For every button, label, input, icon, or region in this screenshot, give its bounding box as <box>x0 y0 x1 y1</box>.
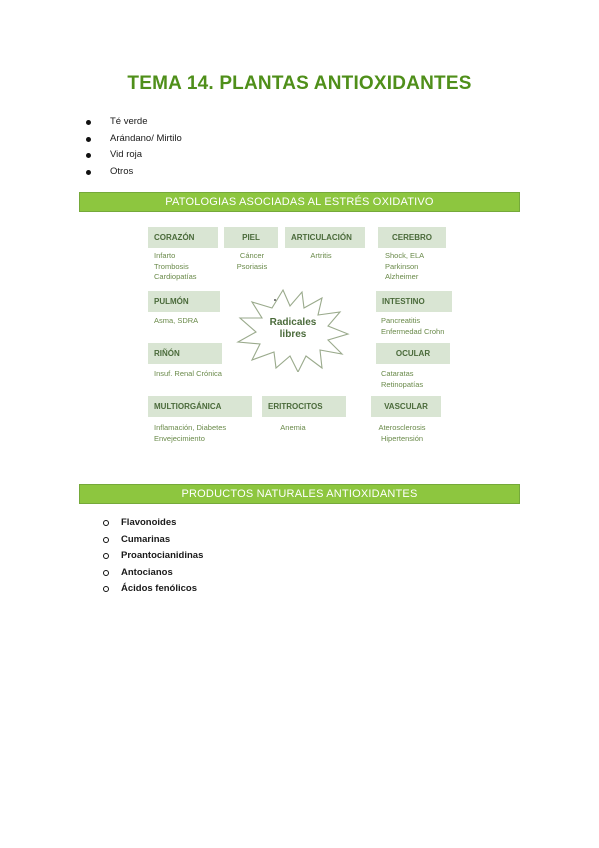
list-item: Té verde <box>86 114 182 131</box>
bullet-icon <box>86 153 91 158</box>
group-items-articulacion: Artritis <box>310 251 332 260</box>
list-item: Vid roja <box>86 147 182 164</box>
list-item: Ácidos fenólicos <box>103 581 203 598</box>
list-item: Proantocianidinas <box>103 548 203 565</box>
list-item: Flavonoides <box>103 515 203 532</box>
group-items-eritrocitos: Anemia <box>280 423 306 432</box>
group-items-piel: Cáncer Psoriasis <box>236 251 268 271</box>
group-items-multiorganica: Inflamación, Diabetes Envejecimiento <box>154 423 227 443</box>
group-items-corazon: Infarto Trombosis Cardiopatías <box>154 251 197 281</box>
group-label-piel: PIEL <box>224 227 278 248</box>
list-item: Cumarinas <box>103 532 203 549</box>
group-label-pulmon: PULMÓN <box>148 291 220 312</box>
group-label-corazon: CORAZÓN <box>148 227 218 248</box>
group-label-eritrocitos: ERITROCITOS <box>262 396 346 417</box>
group-items-ocular: Cataratas Retinopatías <box>381 369 424 389</box>
circle-bullet-icon <box>103 536 109 543</box>
group-label-rinon: RIÑÓN <box>148 343 222 364</box>
plants-list: Té verde Arándano/ Mirtilo Vid roja Otro… <box>86 114 182 181</box>
group-label-cerebro: CEREBRO <box>378 227 446 248</box>
group-items-pulmon: Asma, SDRA <box>154 316 199 325</box>
group-items-intestino: Pancreatitis Enfermedad Crohn <box>381 316 445 336</box>
section-banner-products: PRODUCTOS NATURALES ANTIOXIDANTES <box>79 484 520 504</box>
list-item: Arándano/ Mirtilo <box>86 131 182 148</box>
group-items-cerebro: Shock, ELA Parkinson Alzheimer <box>385 251 425 281</box>
bullet-icon <box>86 169 91 175</box>
antioxidant-products-list: Flavonoides Cumarinas Proantocianidinas … <box>103 515 203 598</box>
group-items-rinon: Insuf. Renal Crónica <box>154 369 222 378</box>
starburst-icon <box>236 288 350 372</box>
group-label-vascular: VASCULAR <box>371 396 441 417</box>
list-item: Otros <box>86 164 182 181</box>
circle-bullet-icon <box>103 520 109 526</box>
section-banner-pathologies: PATOLOGIAS ASOCIADAS AL ESTRÉS OXIDATIVO <box>79 192 520 212</box>
page-title: TEMA 14. PLANTAS ANTIOXIDANTES <box>127 73 472 94</box>
bullet-icon <box>86 136 91 142</box>
center-label: Radicales libres <box>269 317 317 340</box>
group-items-vascular: Aterosclerosis Hipertensión <box>378 423 426 443</box>
group-label-intestino: INTESTINO <box>376 291 452 312</box>
group-label-multiorganica: MULTIORGÁNICA <box>148 396 252 417</box>
group-label-articulacion: ARTICULACIÓN <box>285 227 365 248</box>
circle-bullet-icon <box>103 553 109 559</box>
circle-bullet-icon <box>103 586 109 592</box>
list-item: Antocianos <box>103 565 203 582</box>
group-label-ocular: OCULAR <box>376 343 450 364</box>
circle-bullet-icon <box>103 569 109 576</box>
bullet-icon <box>86 120 91 125</box>
